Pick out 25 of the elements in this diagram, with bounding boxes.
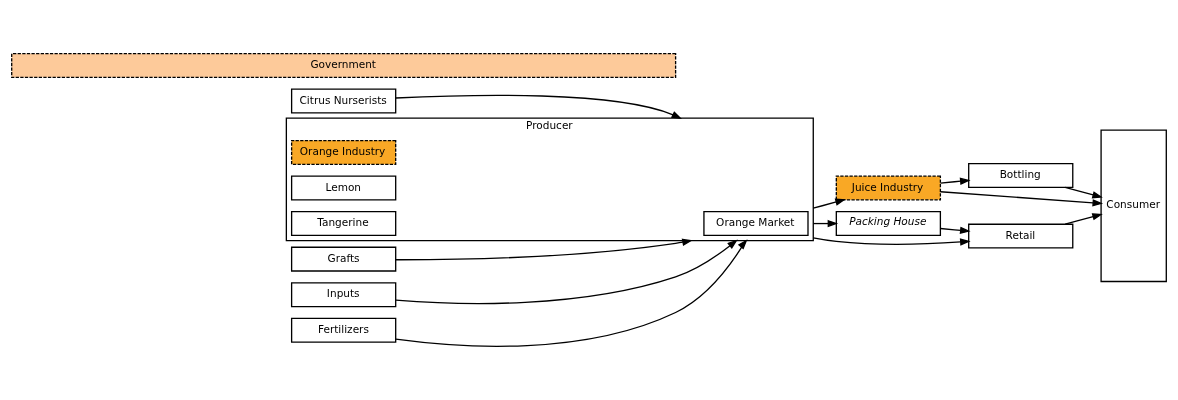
arrow: [395, 239, 738, 305]
node-box: Lemon: [290, 175, 397, 201]
node-box: Tangerine: [290, 211, 397, 237]
arrow: [939, 226, 971, 235]
arrow: [939, 191, 1104, 207]
node-box: Citrus Nurserists: [290, 88, 397, 114]
node-box: Packing House: [835, 211, 942, 237]
arrow: [395, 94, 683, 120]
node-box: Consumer: [1100, 129, 1167, 283]
arrow: [1064, 213, 1103, 225]
node-box: Government: [11, 52, 677, 78]
node-box: Juice Industry: [835, 175, 942, 201]
arrow: [812, 198, 846, 209]
node-box: Bottling: [968, 162, 1074, 188]
arrow: [812, 237, 971, 246]
arrow: [939, 177, 971, 185]
arrow: [395, 239, 748, 347]
arrow: [1064, 186, 1103, 199]
node-box: Orange Industry: [290, 139, 397, 165]
node-box: Inputs: [290, 282, 397, 308]
node-box: Grafts: [290, 246, 397, 272]
arrow: [395, 238, 693, 261]
node-box: Orange Market: [703, 211, 809, 237]
node-box: Retail: [968, 223, 1074, 249]
node-box: Fertilizers: [290, 317, 397, 343]
